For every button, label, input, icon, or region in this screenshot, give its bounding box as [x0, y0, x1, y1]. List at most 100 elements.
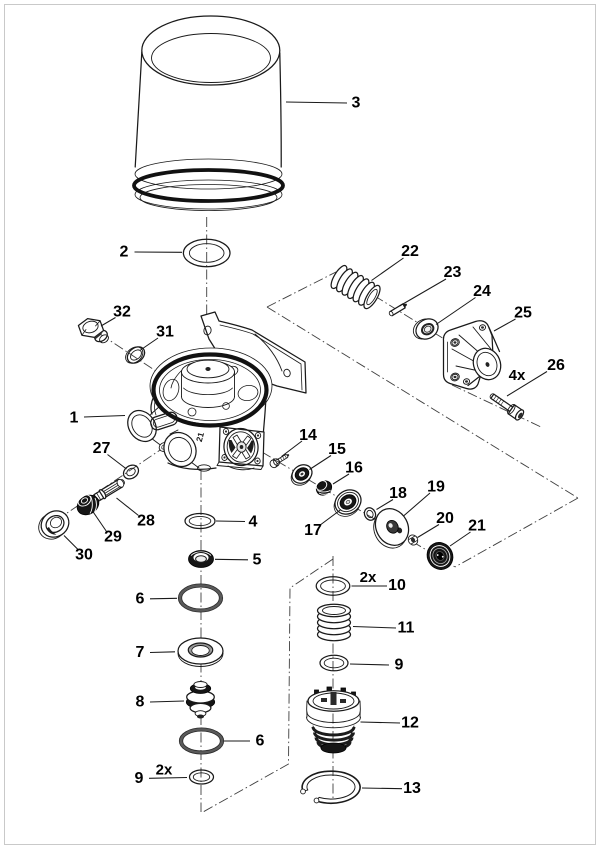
- leader-lines: [63, 101, 548, 790]
- callout-12: 12: [401, 715, 419, 732]
- leader-5: [214, 558, 249, 561]
- callout-31: 31: [156, 324, 174, 341]
- leader-23: [399, 278, 447, 307]
- leader-3: [285, 101, 348, 104]
- callout-26: 26: [547, 357, 565, 374]
- leader-31: [140, 337, 159, 351]
- part-11-spring: [316, 603, 352, 642]
- leader-9b: [349, 663, 390, 666]
- chain-14-21: [269, 453, 454, 570]
- seal-ring: [151, 352, 269, 428]
- callout-25: 25: [514, 305, 532, 322]
- leader-1: [83, 414, 126, 418]
- part-14-screw: [269, 453, 290, 469]
- callout-7: 7: [136, 644, 145, 661]
- leader-29: [92, 510, 107, 532]
- part-26-bolt: [489, 393, 525, 421]
- part-5-seal: [188, 550, 214, 568]
- right-flange: [216, 426, 265, 470]
- callout-27: 27: [93, 440, 111, 457]
- callout-9a: 9: [135, 770, 144, 787]
- part-29-cap: [76, 494, 100, 516]
- part-27-washer: [122, 464, 140, 480]
- callout-21: 21: [468, 518, 486, 535]
- governor-group-22-26: [330, 264, 525, 421]
- part-20-nut: [407, 534, 419, 546]
- drain-group-10-13: [300, 576, 361, 804]
- part-9-oring-right: [319, 654, 349, 672]
- leader-22: [371, 257, 404, 281]
- callout-labels: 1 2 3 4 5 6 7 8 6 9 2x 10 2x 11 9 12 13 …: [70, 95, 565, 798]
- leader-19: [403, 492, 431, 517]
- boss-center-hole: [205, 367, 211, 371]
- callout-20: 20: [436, 510, 454, 527]
- leader-25: [493, 318, 516, 332]
- callout-23: 23: [444, 264, 462, 281]
- connector-drain-group: [202, 558, 334, 813]
- leader-32: [100, 317, 116, 327]
- part-18-oring: [363, 507, 377, 521]
- leader-4: [215, 520, 246, 523]
- leader-8: [149, 700, 185, 703]
- part-7-washer-disc: [177, 637, 224, 667]
- callout-32: 32: [113, 304, 131, 321]
- part-1-housing: 21: [127, 311, 307, 472]
- qty-4x: 4x: [509, 367, 526, 384]
- callout-3: 3: [352, 95, 361, 112]
- leader-15: [309, 455, 332, 470]
- leader-24: [435, 297, 476, 325]
- callout-8: 8: [136, 694, 145, 711]
- leader-20: [417, 524, 440, 538]
- leader-13: [361, 787, 403, 790]
- qty-2x-left: 2x: [156, 762, 173, 779]
- callout-17: 17: [304, 522, 322, 539]
- callout-22: 22: [401, 243, 419, 260]
- callout-24: 24: [473, 283, 491, 300]
- part-9-oring-left: [188, 769, 215, 785]
- part-8-check-valve: [185, 681, 216, 719]
- part-32-hex-plug: [77, 317, 109, 344]
- leader-12: [360, 721, 401, 724]
- leader-7: [149, 651, 176, 654]
- part-13-snap-ring: [300, 770, 361, 804]
- callout-19: 19: [427, 479, 445, 496]
- part-15-seal-cup: [290, 464, 313, 486]
- callout-6b: 6: [256, 733, 265, 750]
- part-10-oring: [315, 576, 351, 596]
- part-16-plug: [315, 480, 333, 496]
- leader-16: [332, 473, 350, 485]
- callout-14: 14: [299, 427, 317, 444]
- part-6-oring-upper: [177, 583, 224, 613]
- leader-17: [319, 509, 342, 526]
- slot-window: [150, 411, 178, 431]
- part-21-seal-disc: [426, 542, 454, 570]
- part-17-seal-ring: [333, 489, 362, 517]
- leader-26: [506, 371, 548, 397]
- leader-21: [449, 531, 471, 547]
- callout-2: 2: [120, 244, 129, 261]
- callout-29: 29: [104, 529, 122, 546]
- part-6-oring-lower: [178, 727, 225, 755]
- callout-11: 11: [398, 620, 415, 637]
- page-border: [4, 4, 596, 845]
- part-24-grommet: [412, 318, 439, 340]
- axis-plug-32-31: [99, 333, 164, 377]
- callout-1: 1: [70, 410, 79, 427]
- callout-10: 10: [388, 577, 406, 594]
- callout-4: 4: [249, 514, 258, 531]
- qty-2x-right: 2x: [360, 569, 377, 586]
- flange-bolt-holes: [221, 428, 262, 465]
- boundary-line-lower: [454, 497, 579, 568]
- housing-cast-mark: 21: [194, 431, 206, 443]
- part-22-spring: [330, 264, 381, 310]
- center-boss: [181, 359, 235, 408]
- leader-6a: [149, 597, 178, 600]
- axis-bolt-26: [451, 384, 542, 428]
- leader-27: [107, 454, 127, 470]
- leader-28: [116, 497, 139, 516]
- callout-13: 13: [403, 780, 421, 797]
- callout-28: 28: [137, 513, 155, 530]
- leader-11: [352, 625, 397, 629]
- callout-6a: 6: [136, 591, 145, 608]
